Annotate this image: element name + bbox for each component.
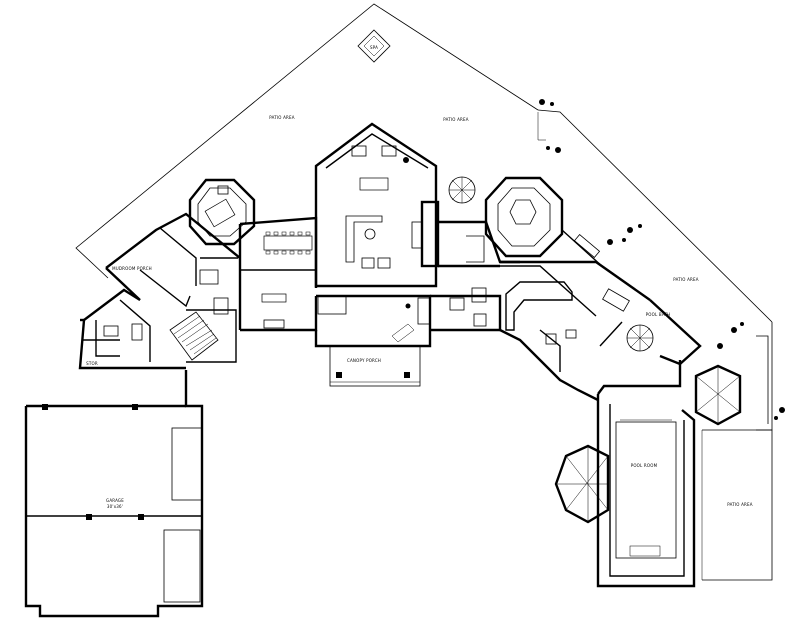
patio-outline: [75, 3, 773, 581]
label-patio-area-right: PATIO AREA: [673, 277, 698, 282]
left-wing: [78, 212, 241, 370]
label-mudroom: MUDROOM PORCH: [112, 266, 152, 271]
great-room: [314, 122, 440, 288]
gazebo-pool-west: [554, 444, 610, 524]
label-canopy-porch: CANOPY PORCH: [347, 358, 381, 363]
label-garage: GARAGE: [106, 498, 124, 503]
label-spa: SPA: [370, 45, 378, 50]
gazebo-left: [188, 178, 256, 246]
spiral-stair-lower: [626, 324, 654, 352]
label-patio-area-lower-right: PATIO AREA: [727, 502, 752, 507]
label-pool-room: POOL ROOM: [631, 463, 658, 468]
label-patio-area-left: PATIO AREA: [269, 115, 294, 120]
label-storage: STOR: [86, 361, 98, 366]
label-garage-size: 30'x36': [107, 504, 123, 509]
east-rooms: [499, 229, 702, 402]
gazebo-pool-east: [694, 364, 742, 426]
stair-left: [169, 311, 219, 361]
garage: [24, 370, 204, 618]
foyer: [314, 294, 432, 348]
spiral-stair-upper: [448, 176, 476, 204]
label-pool-bath: POOL BATH: [646, 312, 671, 317]
spa: [357, 29, 391, 63]
canopy-porch-structure: [329, 345, 421, 387]
landscape-plants: [403, 99, 785, 420]
dining-kitchen: [238, 216, 318, 332]
label-patio-area-top: PATIO AREA: [443, 117, 468, 122]
gazebo-right: [484, 176, 564, 258]
pool-wing: [596, 360, 696, 588]
